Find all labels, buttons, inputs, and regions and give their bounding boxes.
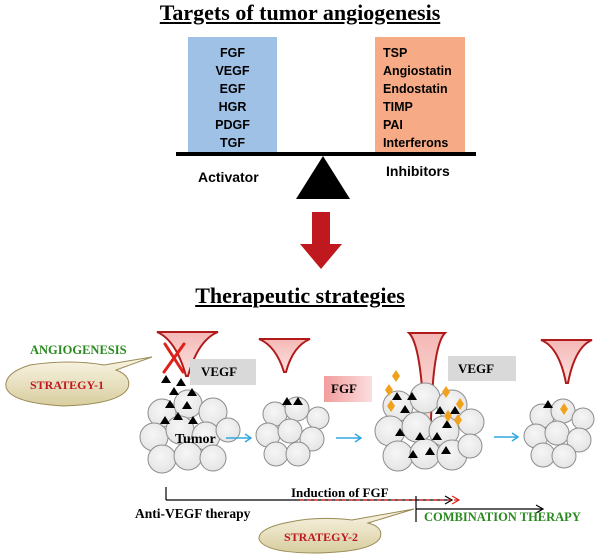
down-arrow	[300, 212, 342, 269]
strategy2-callout	[258, 508, 415, 554]
vessel-icon	[406, 332, 448, 421]
inhibitor-item: Interferons	[383, 136, 449, 150]
combination-timeline-arrow	[415, 496, 545, 522]
activator-list: FGF VEGF EGF HGR PDGF TGF	[188, 44, 277, 152]
activator-item: PDGF	[215, 118, 250, 132]
induction-label: Induction of FGF	[291, 485, 389, 500]
vessel-icon	[156, 331, 219, 377]
activator-item: TGF	[220, 136, 245, 150]
cross-icon	[162, 342, 186, 374]
inhibitor-item: TSP	[383, 46, 408, 60]
inhibitor-box	[375, 37, 465, 153]
inhibitor-item: Endostatin	[383, 82, 448, 96]
strategy1-label: STRATEGY-1	[30, 378, 105, 392]
fgf-induction-arrow	[300, 495, 461, 505]
vegf-marker	[160, 375, 553, 458]
vegf-label-2: VEGF	[458, 361, 495, 376]
tumor-cluster	[255, 396, 330, 467]
tumor-cluster	[139, 389, 241, 474]
tumor-cluster	[523, 398, 595, 469]
vegf-box	[190, 359, 256, 385]
combination-label: COMBINATION THERAPY	[424, 510, 581, 524]
activator-item: EGF	[219, 82, 246, 96]
balance-beam	[176, 152, 476, 156]
fgf-label: FGF	[331, 381, 357, 396]
inhibitor-list: TSP Angiostatin Endostatin TIMP PAI Inte…	[383, 44, 473, 152]
strategy1-callout	[5, 356, 153, 407]
angiogenesis-label: ANGIOGENESIS	[30, 343, 127, 357]
vessel-icon	[258, 338, 311, 373]
strategy2-label: STRATEGY-2	[284, 530, 359, 544]
tumor-label: Tumor	[175, 432, 216, 447]
inhibitor-item: PAI	[383, 118, 403, 132]
activator-item: VEGF	[215, 64, 250, 78]
progress-arrow	[226, 432, 520, 443]
balance-fulcrum	[296, 156, 350, 199]
activator-box	[188, 37, 277, 153]
anti-vegf-label: Anti-VEGF therapy	[135, 506, 251, 521]
inhibitor-item: Angiostatin	[383, 64, 452, 78]
activator-label: Activator	[198, 169, 259, 185]
vegf-box	[448, 356, 516, 381]
vessel-icon	[540, 339, 593, 384]
vegf-label-1: VEGF	[201, 364, 238, 379]
inhibitor-label: Inhibitors	[386, 163, 450, 179]
tumor-cluster	[374, 382, 485, 472]
fgf-box	[324, 376, 372, 402]
activator-item: FGF	[220, 46, 245, 60]
balance-graphic	[176, 152, 476, 269]
inhibitor-item: TIMP	[383, 100, 413, 114]
bottom-title: Therapeutic strategies	[195, 283, 405, 308]
top-title: Targets of tumor angiogenesis	[159, 0, 441, 25]
fgf-marker	[385, 370, 568, 426]
activator-item: HGR	[218, 100, 247, 114]
